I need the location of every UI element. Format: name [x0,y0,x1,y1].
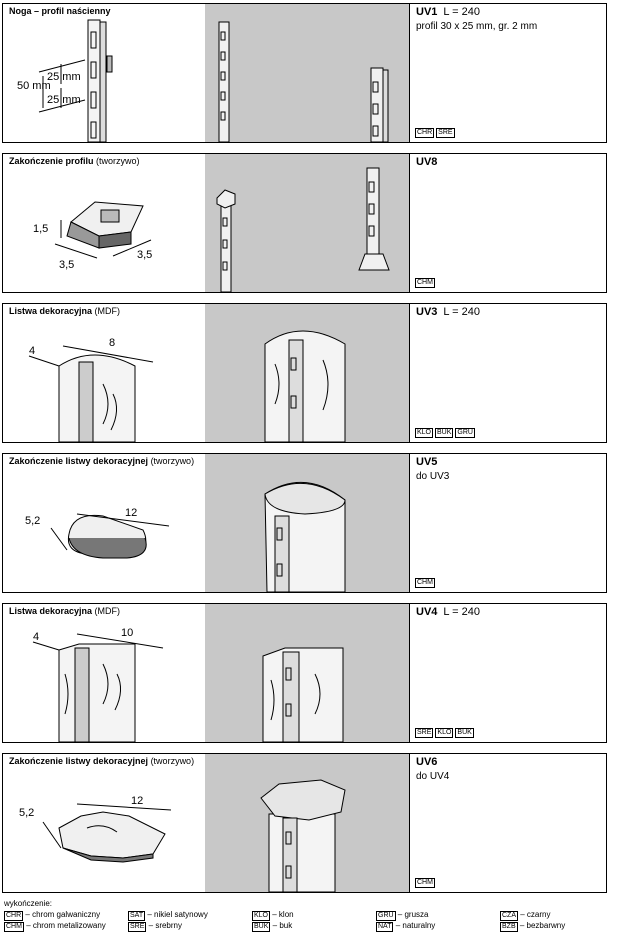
info-cell: UV6 do UV4 CHM [410,754,606,892]
photo-cell [205,454,410,592]
info-cell: UV3 L = 240 KLO BUK GRU [410,304,606,442]
finish-badge: CHR [415,128,435,138]
finish-badges: CHM [415,878,435,888]
legend-item: SRE – srebrny [128,921,182,932]
dim-label: 4 [29,345,35,357]
dim-label: 5,2 [25,515,40,527]
product-length: L = 240 [443,306,481,318]
wide-strip-end-cap-photo-illustration [260,779,346,892]
strip-end-cap-photo-illustration [264,481,346,592]
product-code: UV5 [416,456,438,468]
panel-title: Zakończenie listwy dekoracyjnej [9,756,149,766]
legend-item: BZB – bezbarwny [500,921,566,932]
wide-strip-end-cap-drawing: 5,2 12 [19,795,172,863]
dim-label: 4 [33,631,39,643]
product-code: UV6 [416,756,438,768]
legend-item: CZA – czarny [500,910,551,921]
legend-item: NAT – naturalny [376,921,436,932]
product-panel-uv6: Zakończenie listwy dekoracyjnej (tworzyw… [2,753,607,893]
product-code: UV3 [416,306,438,318]
finish-badge: GRU [455,428,475,438]
finish-badges: CHM [415,278,435,288]
dim-label: 10 [121,627,133,639]
drawing-cell: Zakończenie listwy dekoracyjnej (tworzyw… [3,454,206,592]
product-description: profil 30 x 25 mm, gr. 2 mm [416,21,538,32]
product-code: UV1 [416,6,438,18]
product-description: do UV4 [416,771,450,782]
dim-label: 12 [131,795,143,807]
end-cap-drawing: 1,5 3,5 3,5 [33,201,152,271]
end-cap-photo-illustration [216,167,390,292]
finish-badges: CHR SRE [415,128,455,138]
decorative-strip-photo-illustration [264,330,346,442]
panel-title: Listwa dekoracyjna [9,606,93,616]
panel-title: Noga – profil naścienny [9,6,111,16]
finish-badges: SRE KLO BUK [415,728,474,738]
decorative-strip-wide-drawing: 4 10 [32,627,164,742]
finish-badge: SRE [415,728,434,738]
finish-badge: KLO [435,728,454,738]
dim-label: 3,5 [59,259,74,271]
strip-end-cap-drawing: 5,2 12 [25,507,170,559]
finish-badges: CHM [415,578,435,588]
legend-heading: wykończenie: [4,899,53,908]
photo-cell [205,304,410,442]
finish-badge: BUK [435,428,454,438]
dim-label: 8 [109,337,115,349]
photo-cell [205,154,410,292]
product-panel-uv1: Noga – profil naścienny 25 mm 50 mm 25 m… [2,3,607,143]
drawing-cell: Zakończenie profilu (tworzywo) 1,5 3,5 3… [3,154,206,292]
photo-cell [205,4,410,142]
legend-item: SAT – nikiel satynowy [128,910,208,921]
legend-item: CHM – chrom metalizowany [4,921,106,932]
profile-photo-illustration [218,21,389,142]
finish-badge: CHM [415,578,435,588]
info-cell: UV4 L = 240 SRE KLO BUK [410,604,606,742]
finish-badge: BUK [455,728,474,738]
info-cell: UV5 do UV3 CHM [410,454,606,592]
product-code: UV8 [416,156,438,168]
decorative-strip-drawing: 4 8 [28,337,154,442]
dim-label: 3,5 [137,249,152,261]
profile-drawing: 25 mm 50 mm 25 mm [17,19,113,142]
product-panel-uv5: Zakończenie listwy dekoracyjnej (tworzyw… [2,453,607,593]
finish-badge: CHM [415,878,435,888]
dim-label: 25 mm [47,71,81,83]
finish-badge: CHM [415,278,435,288]
drawing-cell: Listwa dekoracyjna (MDF) 4 8 [3,304,206,442]
photo-cell [205,604,410,742]
decorative-strip-wide-photo-illustration [262,647,344,742]
panel-title: Zakończenie listwy dekoracyjnej [9,456,149,466]
product-length: L = 240 [443,606,481,618]
finish-badge: SRE [436,128,455,138]
legend-item: KLO – klon [252,910,294,921]
product-panel-uv4: Listwa dekoracyjna (MDF) 4 10 UV4 L = 240 [2,603,607,743]
info-cell: UV1 L = 240 profil 30 x 25 mm, gr. 2 mm C… [410,4,606,142]
product-length: L = 240 [443,6,481,18]
product-panel-uv8: Zakończenie profilu (tworzywo) 1,5 3,5 3… [2,153,607,293]
finish-badges: KLO BUK GRU [415,428,475,438]
dim-label: 1,5 [33,223,48,235]
photo-cell [205,754,410,892]
drawing-cell: Zakończenie listwy dekoracyjnej (tworzyw… [3,754,206,892]
legend-item: CHR – chrom galwaniczny [4,910,101,921]
dim-label: 50 mm [17,80,51,92]
panel-title: Zakończenie profilu [9,156,94,166]
product-description: do UV3 [416,471,450,482]
drawing-cell: Noga – profil naścienny 25 mm 50 mm 25 m… [3,4,206,142]
dim-label: 5,2 [19,807,34,819]
finish-badge: KLO [415,428,434,438]
legend-item: BUK – buk [252,921,293,932]
legend-item: GRU – grusza [376,910,429,921]
drawing-cell: Listwa dekoracyjna (MDF) 4 10 [3,604,206,742]
dim-label: 25 mm [47,94,81,106]
dim-label: 12 [125,507,137,519]
product-panel-uv3: Listwa dekoracyjna (MDF) 4 8 UV3 L = 240 [2,303,607,443]
product-code: UV4 [416,606,438,618]
info-cell: UV8 CHM [410,154,606,292]
panel-title: Listwa dekoracyjna [9,306,93,316]
